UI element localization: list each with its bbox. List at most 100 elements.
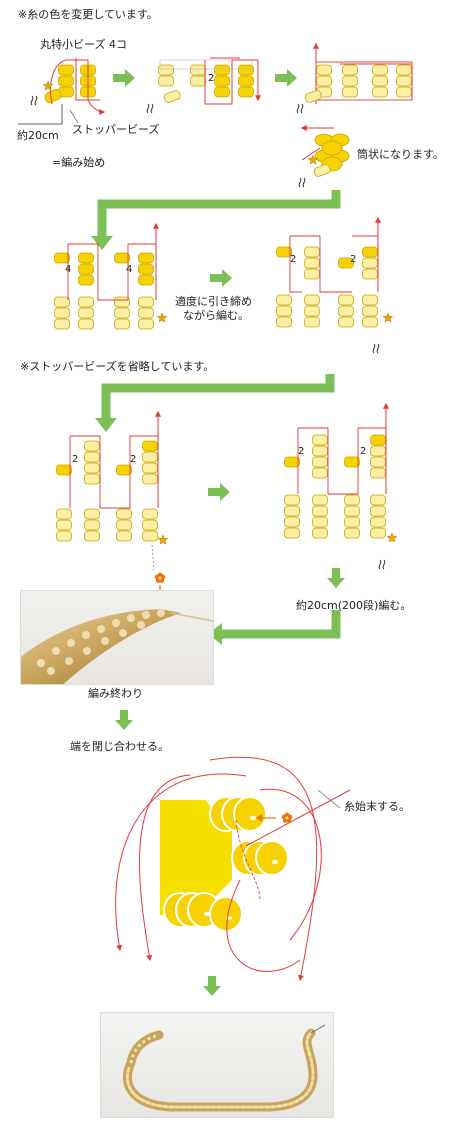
label-weave-length: 約20cm(200段)編む。 xyxy=(296,599,412,612)
thread-path xyxy=(115,773,247,952)
bead xyxy=(370,527,386,539)
bead xyxy=(284,505,300,517)
bead xyxy=(372,75,388,87)
bead xyxy=(344,494,360,506)
photo-weave-end xyxy=(20,590,214,685)
bead xyxy=(238,64,254,76)
arrow-right-icon xyxy=(210,269,232,287)
thread-tail-icon xyxy=(30,95,38,106)
bead-outline xyxy=(159,59,253,70)
flower-center xyxy=(158,576,162,580)
arrow-body xyxy=(222,610,341,639)
star-icon xyxy=(157,534,169,545)
bead xyxy=(370,467,386,479)
bead-hole xyxy=(272,860,278,864)
bead xyxy=(312,516,328,528)
bead xyxy=(54,296,70,308)
count-label: 2 xyxy=(290,254,296,265)
stopper-bead xyxy=(304,90,322,103)
bead xyxy=(370,445,386,457)
bead xyxy=(312,434,328,446)
stopper-bead xyxy=(313,164,331,177)
thread-path xyxy=(209,756,318,982)
label-tubular: 筒状になります。 xyxy=(357,148,444,161)
arrow-head xyxy=(208,623,222,645)
arrow-shape xyxy=(115,710,133,730)
bead xyxy=(312,445,328,457)
step2-tube-figure xyxy=(298,125,350,188)
thread-tail-icon xyxy=(298,177,306,188)
bead xyxy=(362,305,378,317)
star-icon xyxy=(156,312,168,323)
bead xyxy=(190,64,206,76)
step5-closing-figure xyxy=(115,756,351,982)
arrow-shape xyxy=(113,69,135,87)
flower-center xyxy=(285,816,289,820)
bead xyxy=(370,456,386,468)
bead xyxy=(84,462,100,474)
star-icon xyxy=(307,154,319,165)
bead xyxy=(54,252,70,264)
bead xyxy=(142,440,158,452)
bead xyxy=(284,516,300,528)
bead xyxy=(342,75,358,87)
bead xyxy=(138,252,154,264)
stopper-bead xyxy=(163,90,181,103)
bead xyxy=(114,307,130,319)
thread-path xyxy=(245,789,351,847)
leader-line xyxy=(69,109,79,124)
thread-path xyxy=(301,147,321,161)
bead xyxy=(338,316,354,328)
bead xyxy=(312,527,328,539)
bead xyxy=(58,75,74,87)
photo-weave-end-art xyxy=(21,609,213,684)
bead xyxy=(284,527,300,539)
bead xyxy=(312,467,328,479)
bead xyxy=(370,494,386,506)
bead xyxy=(372,64,388,76)
bead xyxy=(78,252,94,264)
thread-tail-icon xyxy=(296,103,304,114)
arrow-shape xyxy=(208,483,230,501)
note-stopper-omitted: ※ストッパービーズを省略しています。 xyxy=(20,360,215,373)
bead xyxy=(214,75,230,87)
bead xyxy=(138,274,154,286)
bead xyxy=(372,86,388,98)
arrow-head xyxy=(95,418,117,432)
bead xyxy=(312,505,328,517)
tube-body xyxy=(160,800,232,915)
bead xyxy=(344,505,360,517)
bead xyxy=(58,64,74,76)
bead xyxy=(233,796,267,832)
step1b-figure: 2 xyxy=(146,57,261,114)
bead xyxy=(370,434,386,446)
bead xyxy=(138,318,154,330)
count-label: 4 xyxy=(65,264,71,275)
bead xyxy=(284,494,300,506)
bead xyxy=(78,307,94,319)
bead xyxy=(338,257,354,269)
dashed-line xyxy=(151,544,155,571)
bead xyxy=(84,451,100,463)
bead xyxy=(114,318,130,330)
arrow-body xyxy=(101,374,335,418)
label-round-beads: 丸特小ビーズ 4コ xyxy=(40,38,127,51)
note-thread-color: ※糸の色を変更しています。 xyxy=(18,8,158,21)
flower-petal xyxy=(281,814,287,820)
star-icon xyxy=(386,532,398,543)
bead xyxy=(142,462,158,474)
bead xyxy=(312,494,328,506)
label-finish-thread: 糸始末する。 xyxy=(344,800,410,813)
bead xyxy=(78,296,94,308)
bead xyxy=(78,263,94,275)
bead xyxy=(370,516,386,528)
thread-path xyxy=(259,788,322,941)
bead xyxy=(78,318,94,330)
thread-tail-icon xyxy=(372,343,380,354)
thread-path xyxy=(340,63,413,100)
bead xyxy=(238,75,254,87)
